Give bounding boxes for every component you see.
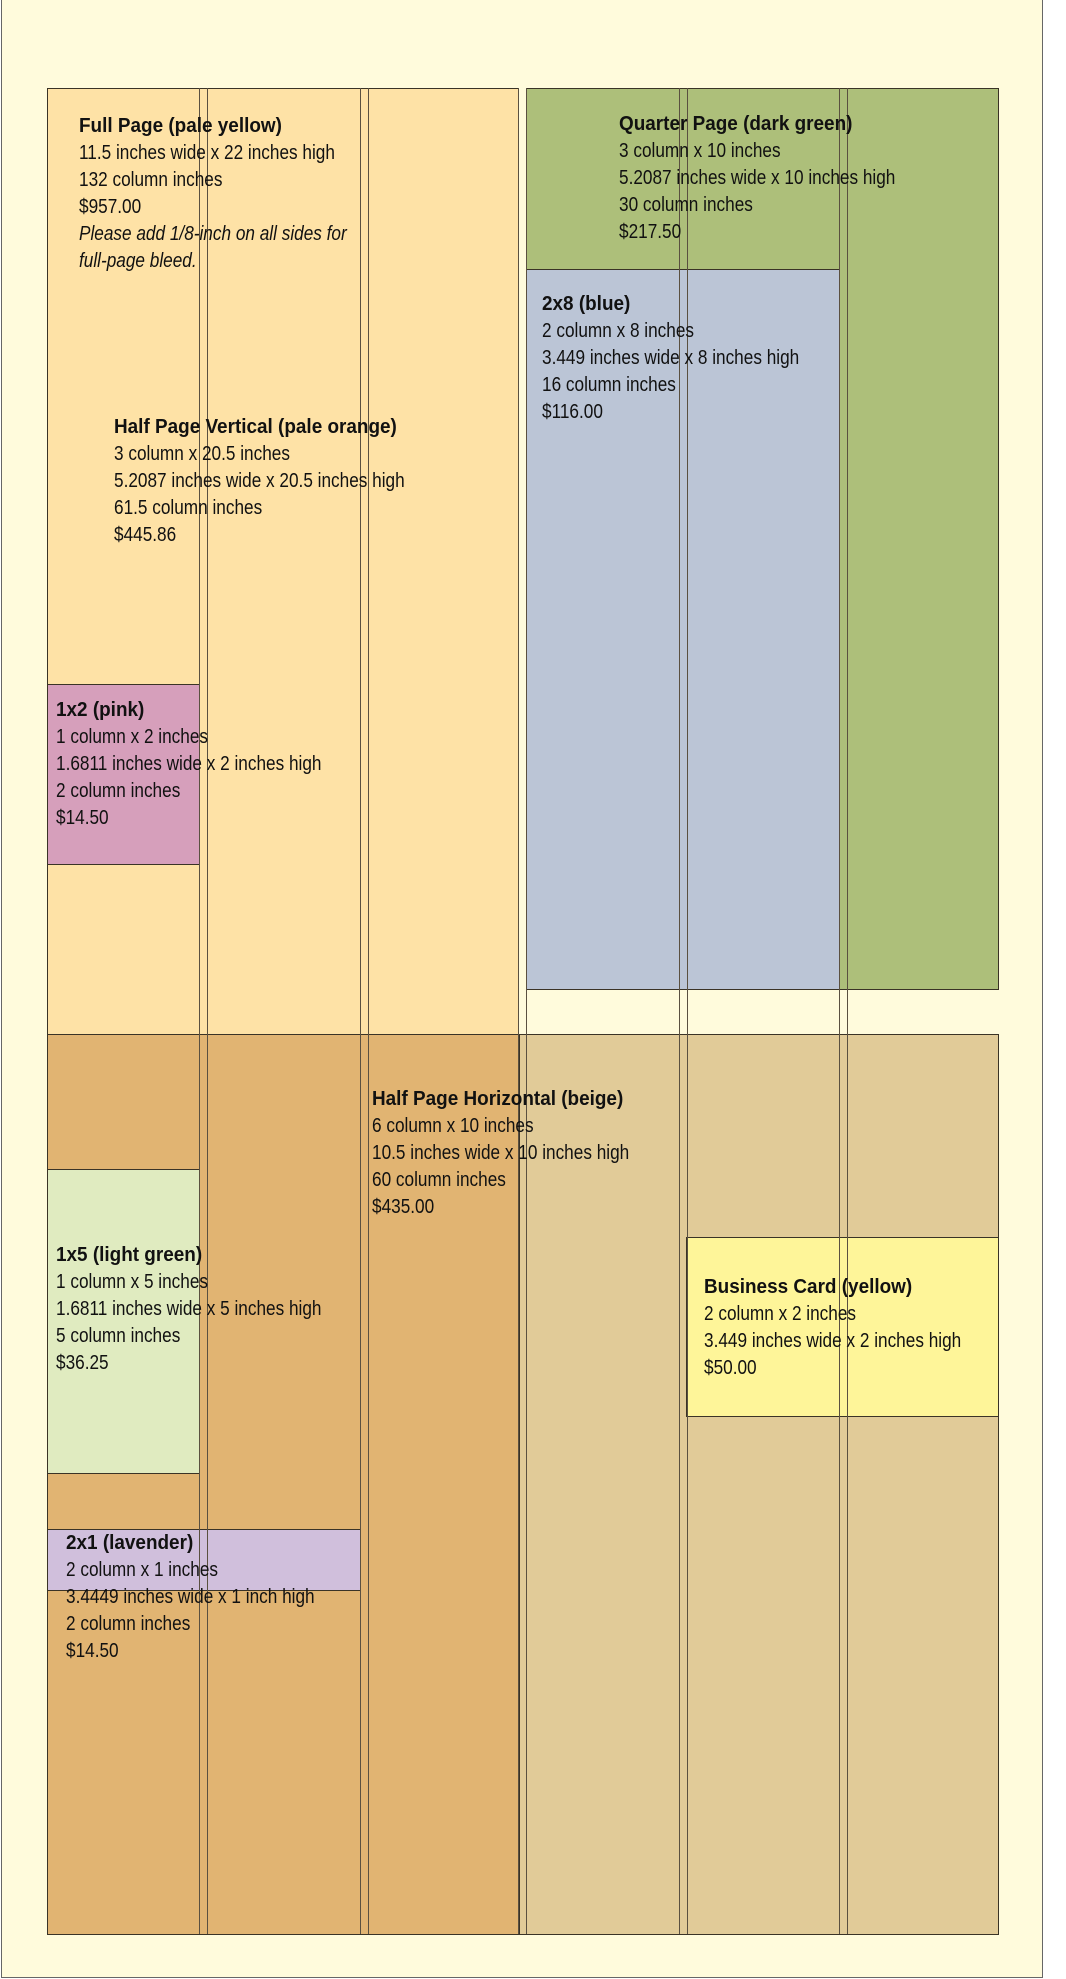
pink-1x2-ad <box>47 684 200 865</box>
ad-detail: 6 column x 10 inches <box>372 1115 534 1137</box>
ad-title: 2x1 (lavender) <box>66 1532 194 1554</box>
bleed-note: full-page bleed. <box>79 250 197 272</box>
ad-title: Quarter Page (dark green) <box>619 113 853 135</box>
ad-detail: 3.449 inches wide x 8 inches high <box>542 347 800 369</box>
blue-2x8-ad <box>526 269 840 990</box>
light-green-1x5-ad <box>47 1169 200 1474</box>
ad-detail: 61.5 column inches <box>114 497 263 519</box>
ad-title: 1x5 (light green) <box>56 1244 203 1266</box>
ad-price: $50.00 <box>704 1357 757 1379</box>
ad-detail: 3 column x 20.5 inches <box>114 443 290 465</box>
ad-detail: 5.2087 inches wide x 20.5 inches high <box>114 470 405 492</box>
ad-detail: 3 column x 10 inches <box>619 140 781 162</box>
ad-detail: 3.4449 inches wide x 1 inch high <box>66 1586 315 1608</box>
bleed-note: Please add 1/8-inch on all sides for <box>79 223 347 245</box>
ad-price: $435.00 <box>372 1196 435 1218</box>
lavender-label: 2x1 (lavender) 2 column x 1 inches 3.444… <box>66 1530 315 1665</box>
ad-detail: 5 column inches <box>56 1325 181 1347</box>
ad-detail: 2 column x 1 inches <box>66 1559 219 1581</box>
ad-title: Full Page (pale yellow) <box>79 115 282 137</box>
ad-detail: 2 column inches <box>56 780 181 802</box>
ad-price: $36.25 <box>56 1352 109 1374</box>
ad-detail: 10.5 inches wide x 10 inches high <box>372 1142 630 1164</box>
ad-detail: 30 column inches <box>619 194 753 216</box>
ad-detail: 132 column inches <box>79 169 223 191</box>
ad-title: 2x8 (blue) <box>542 293 631 315</box>
pink-label: 1x2 (pink) 1 column x 2 inches 1.6811 in… <box>56 697 322 832</box>
ad-detail: 1 column x 5 inches <box>56 1271 209 1293</box>
ad-detail: 1.6811 inches wide x 5 inches high <box>56 1298 322 1320</box>
quarter-page-label: Quarter Page (dark green) 3 column x 10 … <box>619 111 895 246</box>
ad-detail: 5.2087 inches wide x 10 inches high <box>619 167 896 189</box>
full-page-label: Full Page (pale yellow) 11.5 inches wide… <box>79 113 347 275</box>
ad-detail: 3.449 inches wide x 2 inches high <box>704 1330 962 1352</box>
ad-detail: 2 column inches <box>66 1613 191 1635</box>
lavender-2x1-ad <box>47 1529 361 1591</box>
business-card-label: Business Card (yellow) 2 column x 2 inch… <box>704 1274 961 1382</box>
ad-title: Half Page Vertical (pale orange) <box>114 416 397 438</box>
ad-detail: 1 column x 2 inches <box>56 726 209 748</box>
ad-price: $14.50 <box>56 807 109 829</box>
light-green-label: 1x5 (light green) 1 column x 5 inches 1.… <box>56 1242 322 1377</box>
ad-price: $217.50 <box>619 221 682 243</box>
ad-title: 1x2 (pink) <box>56 699 145 721</box>
half-vertical-label: Half Page Vertical (pale orange) 3 colum… <box>114 414 405 549</box>
ad-title: Half Page Horizontal (beige) <box>372 1088 624 1110</box>
half-horizontal-right <box>519 1034 999 1935</box>
half-horizontal-label: Half Page Horizontal (beige) 6 column x … <box>372 1086 629 1221</box>
ad-detail: 60 column inches <box>372 1169 506 1191</box>
ad-detail: 2 column x 2 inches <box>704 1303 857 1325</box>
ad-detail: 2 column x 8 inches <box>542 320 695 342</box>
ad-title: Business Card (yellow) <box>704 1276 913 1298</box>
full-page-ad <box>47 88 519 1035</box>
ad-detail: 11.5 inches wide x 22 inches high <box>79 142 335 164</box>
ad-detail: 1.6811 inches wide x 2 inches high <box>56 753 322 775</box>
ad-price: $957.00 <box>79 196 142 218</box>
ad-price: $445.86 <box>114 524 177 546</box>
blue-label: 2x8 (blue) 2 column x 8 inches 3.449 inc… <box>542 291 799 426</box>
ad-detail: 16 column inches <box>542 374 676 396</box>
business-card-ad <box>686 1237 999 1417</box>
ad-size-page: Full Page (pale yellow) 11.5 inches wide… <box>1 0 1043 1978</box>
ad-price: $116.00 <box>542 401 603 423</box>
ad-price: $14.50 <box>66 1640 119 1662</box>
